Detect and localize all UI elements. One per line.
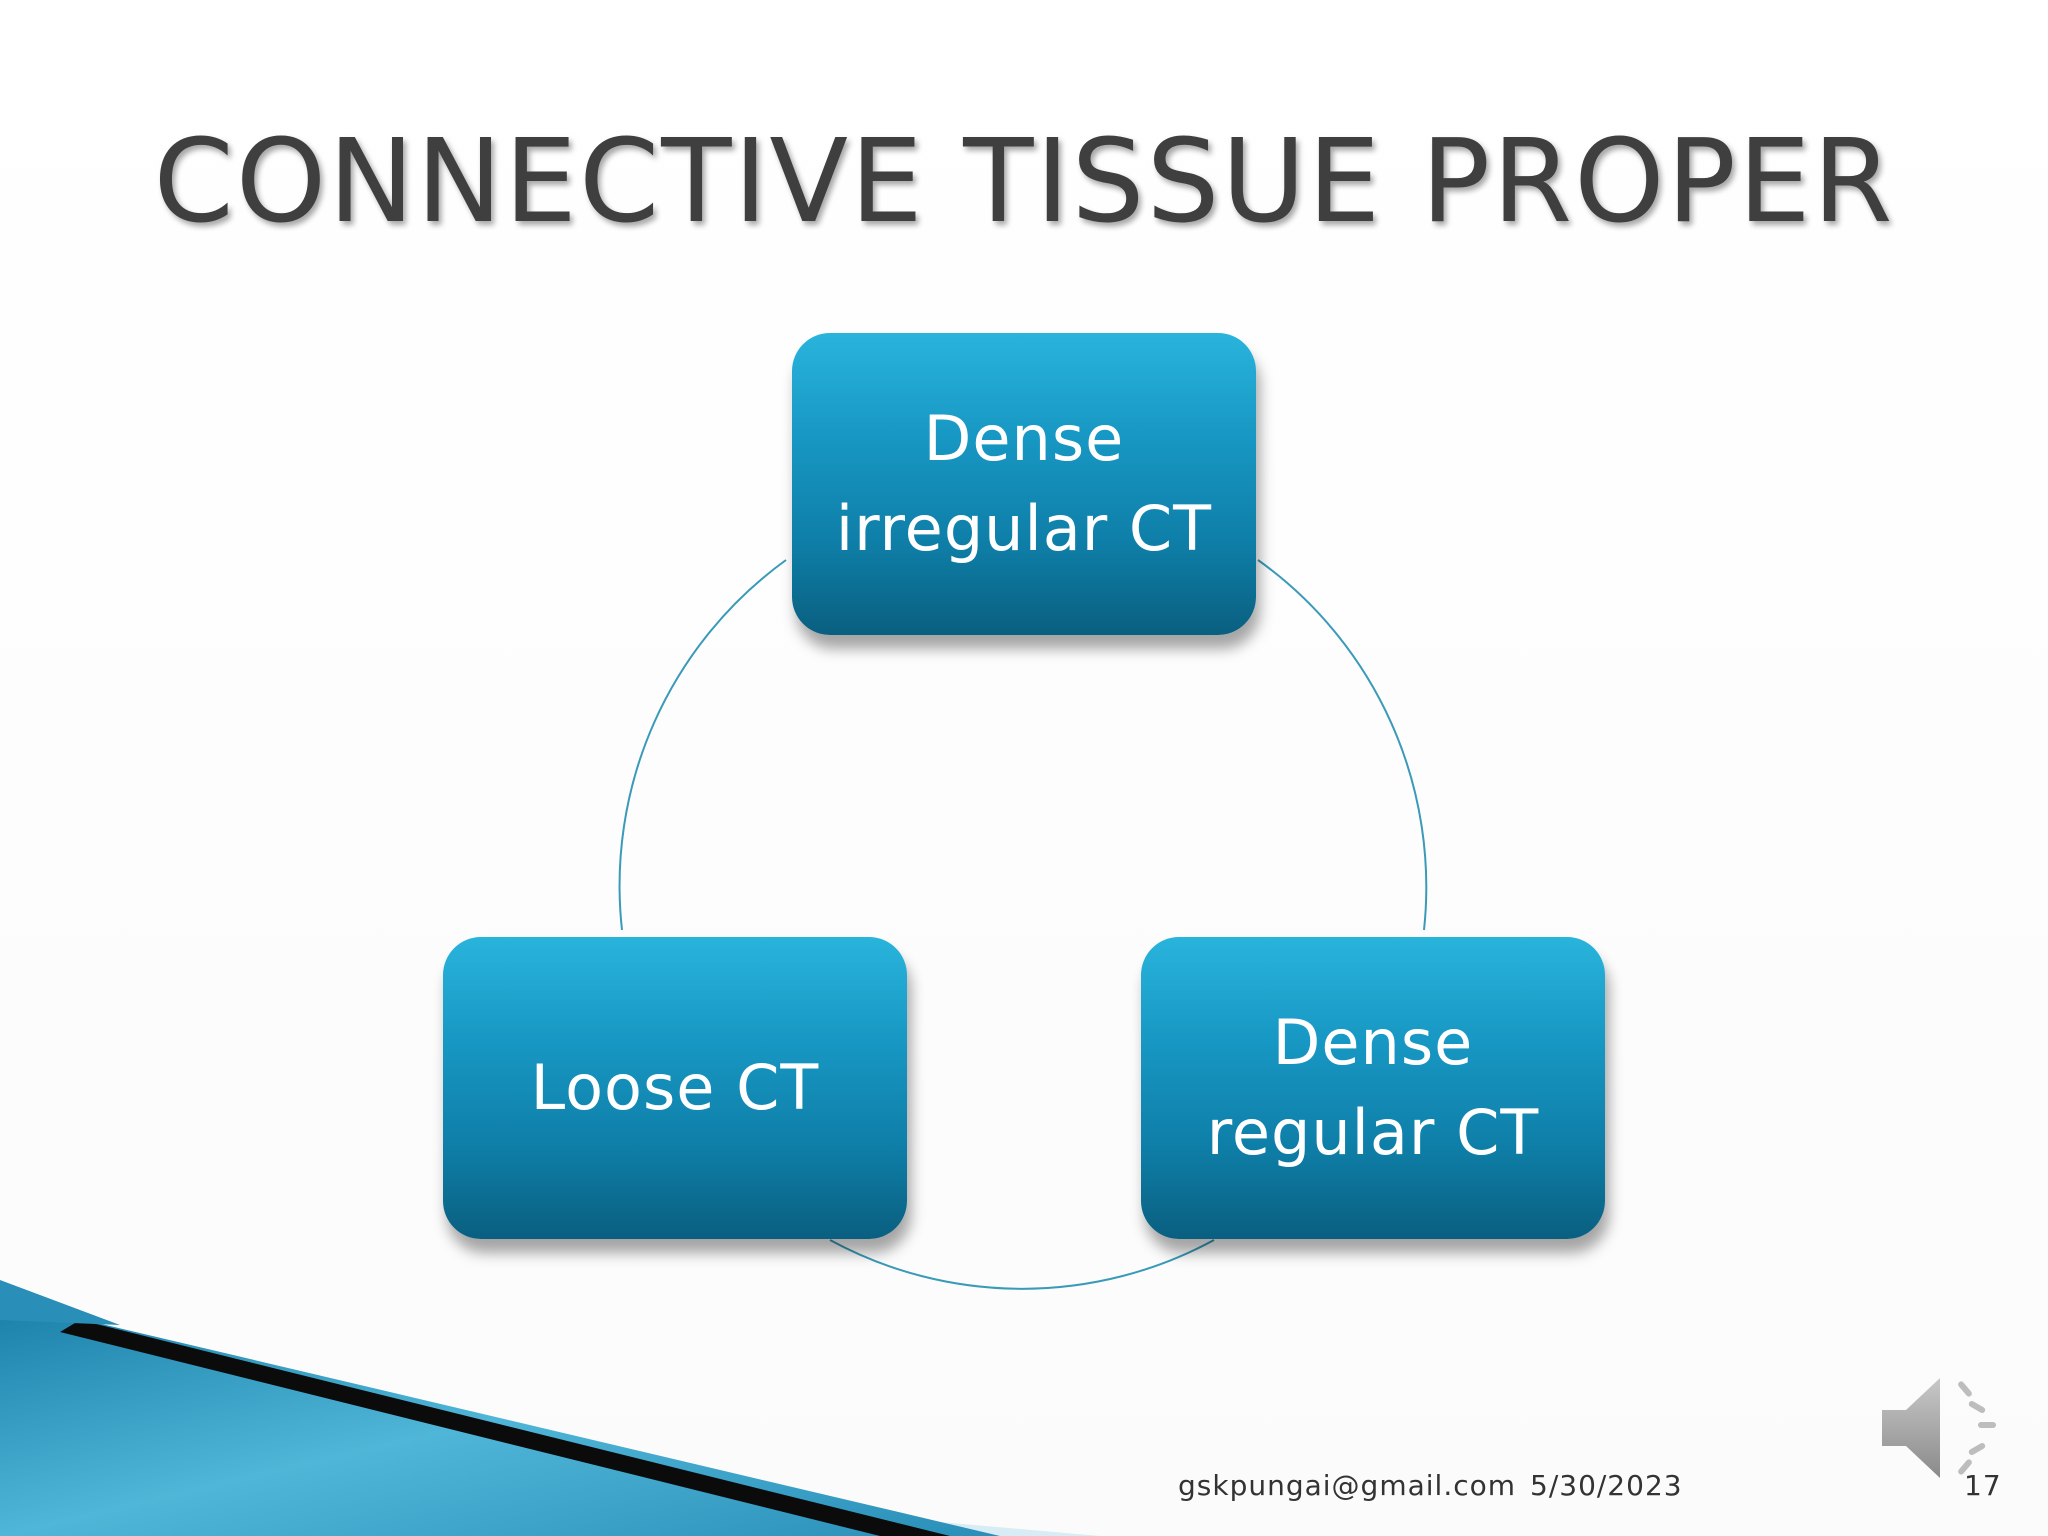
node-label-line1: Dense [923,402,1125,475]
node-label-line2: irregular CT [835,492,1213,565]
node-label-line1: Dense [1272,1006,1474,1079]
cycle-node-dense-irregular: Dense irregular CT [792,333,1256,635]
node-label-line2: regular CT [1206,1096,1540,1169]
cycle-node-dense-regular: Dense regular CT [1141,937,1605,1239]
footer-date: 5/30/2023 [1530,1469,1683,1502]
decorative-wedge [0,1280,1100,1536]
speaker-icon[interactable] [1878,1368,2018,1488]
slide-title: CONNECTIVE TISSUE PROPER [153,115,1895,249]
arc-top-to-right [1257,559,1428,931]
node-label-line1: Loose CT [530,1051,820,1124]
page-number: 17 [1964,1469,2002,1502]
arc-left-to-top [618,559,787,931]
footer-email: gskpungai@gmail.com [1178,1469,1517,1502]
cycle-node-loose: Loose CT [443,937,907,1239]
arc-right-to-left [829,1239,1215,1290]
